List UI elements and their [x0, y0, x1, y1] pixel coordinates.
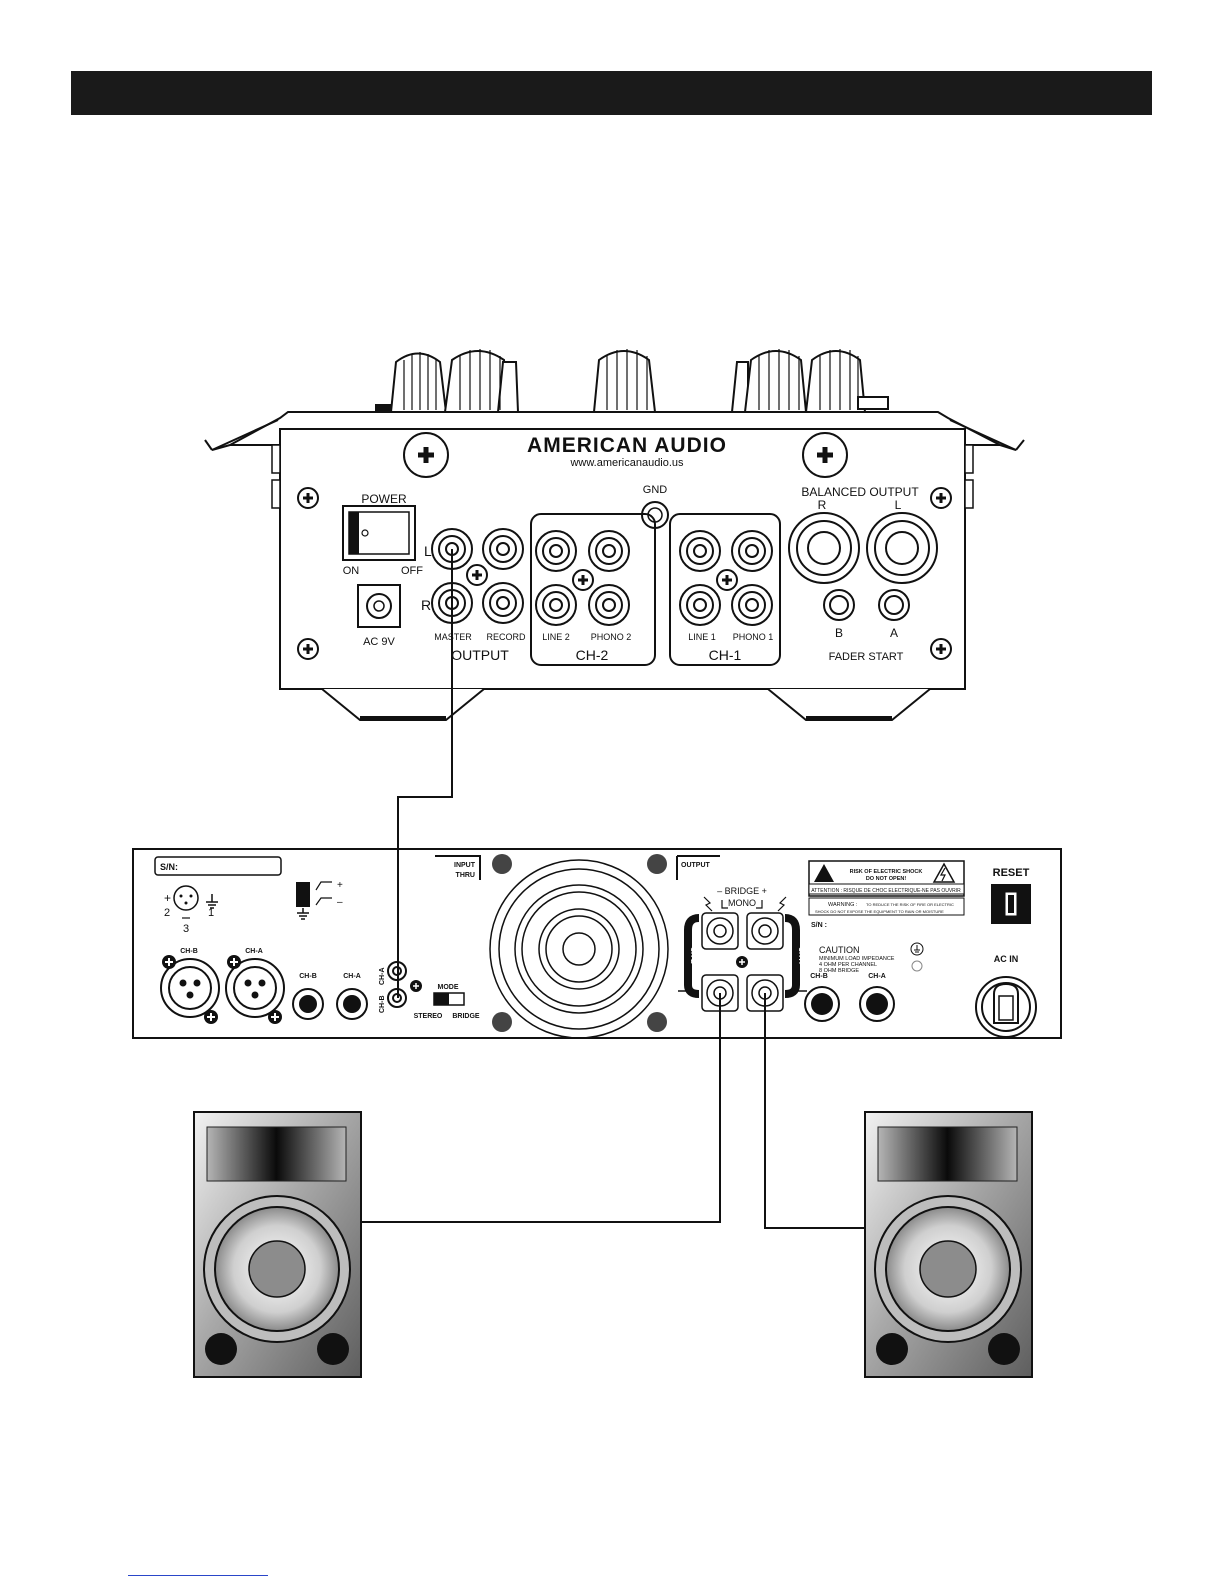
bridge-mode-label: BRIDGE: [452, 1013, 480, 1020]
cable-amp-to-right-speaker: [764, 993, 865, 1229]
amp-output-label: OUTPUT: [681, 862, 711, 869]
fader-a-label: A: [890, 626, 898, 640]
pin-1-label: 1: [208, 907, 214, 919]
amp-sn-label: S/N:: [160, 862, 178, 872]
xlr-chb-label: CH-B: [180, 948, 198, 955]
header-bar: [71, 71, 1152, 115]
gnd-label: GND: [643, 484, 668, 496]
pin-3-label: 3: [183, 923, 189, 935]
rca-cha-label: CH-A: [379, 968, 386, 986]
mixer-website: www.americanaudio.us: [569, 457, 684, 469]
fader-start-label: FADER START: [829, 651, 904, 663]
output-label: OUTPUT: [451, 647, 509, 663]
chb-vertical-label: CH B: [689, 947, 696, 964]
amplifier: S/N: + 2 1 3 + – CH-B CH-A: [132, 848, 1062, 1039]
caution-label: CAUTION: [819, 945, 860, 955]
lift-plus-label: +: [337, 880, 343, 891]
master-r-label: R: [421, 597, 431, 613]
fader-b-label: B: [835, 626, 843, 640]
pin-2-label: 2: [164, 907, 170, 919]
input-thru-label-2: THRU: [456, 872, 475, 879]
xlr-input-jacks[interactable]: [160, 958, 285, 1018]
ch1-group: [669, 513, 781, 666]
ch2-label: CH-2: [576, 647, 609, 663]
caution-line-2: 4 OHM PER CHANNEL: [819, 962, 877, 968]
ac-in-socket[interactable]: [975, 976, 1037, 1038]
attention-text: ATTENTION : RISQUE DE CHOC ELECTRIQUE-NE…: [811, 888, 961, 894]
horn: [877, 1126, 1018, 1182]
indicator-led: [911, 960, 923, 972]
balanced-output-jacks[interactable]: [788, 512, 938, 584]
rca-chb-label: CH-B: [379, 996, 386, 1014]
warning-icon: [814, 864, 834, 882]
speaker-right: [864, 1111, 1033, 1378]
out-cha-label: CH-A: [868, 973, 886, 980]
ground-icon: [910, 942, 924, 956]
caution-line-1: MINIMUM LOAD IMPEDANCE: [819, 956, 895, 962]
pin-plus-label: +: [164, 891, 171, 905]
cha-vertical-label: CH A: [797, 947, 804, 964]
cable-amp-to-left-speaker: [361, 993, 721, 1223]
power-label: POWER: [361, 492, 407, 506]
jack-cha-label: CH-A: [343, 973, 361, 980]
mixer-brand: AMERICAN AUDIO: [527, 434, 727, 457]
input-thru-label-1: INPUT: [454, 862, 476, 869]
balanced-output-label: BALANCED OUTPUT: [801, 485, 919, 499]
trs-input-jacks[interactable]: [292, 988, 368, 1020]
ground-lift-switch[interactable]: [296, 882, 310, 907]
shock-icon: [932, 862, 956, 883]
fader-start-jacks[interactable]: [823, 589, 910, 621]
horn: [206, 1126, 347, 1182]
out-chb-label: CH-B: [810, 973, 828, 980]
phono1-label: PHONO 1: [733, 632, 774, 642]
line2-label: LINE 2: [542, 632, 570, 642]
xlr-cha-label: CH-A: [245, 948, 263, 955]
ch1-label: CH-1: [709, 647, 742, 663]
speaker-left: [193, 1111, 362, 1378]
warning-label: WARNING :: [828, 902, 858, 908]
balanced-l-label: L: [895, 498, 902, 512]
mono-label: MONO: [728, 898, 756, 908]
phono2-label: PHONO 2: [591, 632, 632, 642]
power-off-label: OFF: [401, 565, 423, 577]
line1-label: LINE 1: [688, 632, 716, 642]
balanced-r-label: R: [818, 498, 827, 512]
power-on-label: ON: [343, 565, 360, 577]
ground-icon: [297, 908, 309, 920]
jack-chb-label: CH-B: [299, 973, 317, 980]
footer-link-underline[interactable]: [128, 1575, 268, 1576]
amp-sn-small: S/N :: [811, 922, 827, 929]
ch1-jacks[interactable]: [679, 530, 773, 626]
connection-cables: [361, 549, 865, 1229]
master-record-jacks[interactable]: [431, 528, 524, 624]
ch2-jacks[interactable]: [535, 530, 630, 626]
stereo-label: STEREO: [414, 1013, 443, 1020]
bridge-label: – BRIDGE +: [717, 886, 767, 896]
master-label: MASTER: [434, 632, 472, 642]
reset-label: RESET: [993, 867, 1030, 879]
fan-screws: [492, 854, 667, 1032]
output-trs-jacks[interactable]: [804, 986, 895, 1022]
caution-line-3: 8 OHM BRIDGE: [819, 968, 859, 974]
warning-text-2: SHOCK DO NOT EXPOSE THE EQUIPMENT TO RAI…: [815, 909, 944, 914]
mixer: AMERICAN AUDIO www.americanaudio.us POWE…: [204, 349, 1025, 721]
ac-in-label: AC IN: [994, 954, 1019, 964]
ch2-group: [530, 513, 656, 666]
fan-grille: [489, 859, 669, 1039]
mode-label: MODE: [438, 984, 459, 991]
ground-icon: [206, 894, 218, 909]
mixer-knobs[interactable]: [375, 349, 889, 413]
cable-mixer-to-amp: [397, 549, 453, 998]
master-l-label: L: [424, 543, 432, 559]
warning-text-1: TO REDUCE THE RISK OF FIRE OR ELECTRIC: [866, 902, 954, 907]
lift-minus-label: –: [337, 897, 343, 908]
mixer-screws: [297, 432, 952, 660]
warning-line-1: RISK OF ELECTRIC SHOCK: [850, 869, 923, 875]
ac-label: AC 9V: [363, 636, 395, 648]
warning-line-2: DO NOT OPEN!: [866, 876, 907, 882]
record-label: RECORD: [486, 632, 526, 642]
